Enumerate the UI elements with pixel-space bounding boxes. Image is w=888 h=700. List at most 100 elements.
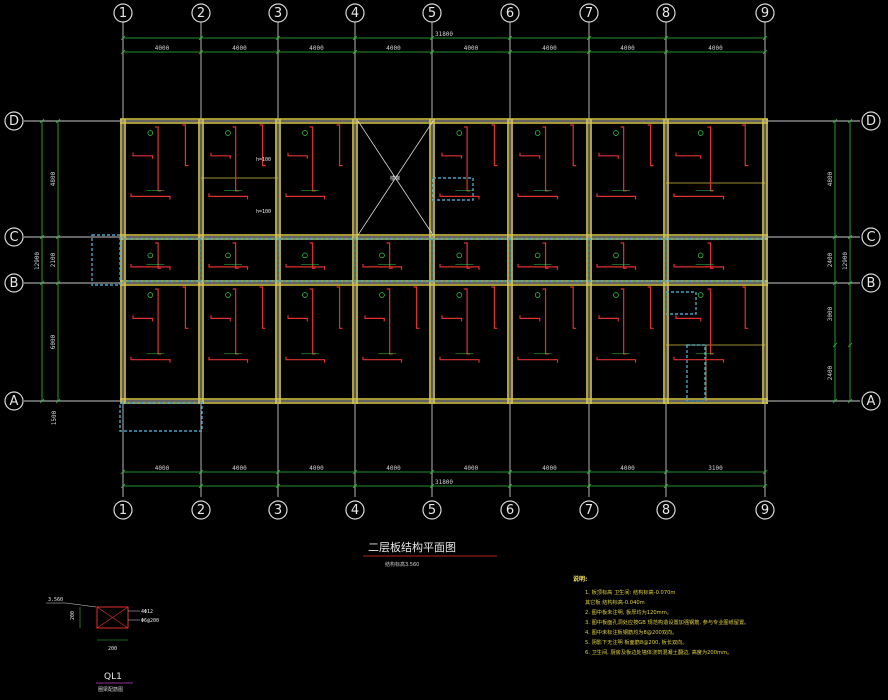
dim-left-tick xyxy=(39,398,45,404)
bubble-label: 9 xyxy=(761,503,769,518)
rebar-bottom xyxy=(464,288,471,355)
dim-top-tick xyxy=(275,35,281,41)
rebar-mark xyxy=(534,130,541,136)
axis-bubble-col-5-bottom: 5 xyxy=(422,500,442,520)
dim-bottom-segment-label: 4000 xyxy=(386,465,401,472)
bubble-circle xyxy=(755,500,775,520)
bubble-label: 4 xyxy=(351,503,359,518)
bubble-label: D xyxy=(9,114,19,129)
dim-top-tick xyxy=(352,49,358,55)
dim-right-tick xyxy=(847,342,853,348)
axis-bubble-row-C-right: C xyxy=(861,227,881,247)
dim-left-tick xyxy=(55,280,61,286)
rebar-top xyxy=(210,152,231,159)
dim-bottom-segment-label: 4000 xyxy=(542,465,557,472)
axis-bubble-col-3-top: 3 xyxy=(268,3,288,23)
rebar-bottom xyxy=(439,193,480,200)
rebar-bottom xyxy=(208,263,249,270)
rebar-top xyxy=(287,315,308,322)
bubble-label: B xyxy=(867,276,876,291)
rebar-bottom xyxy=(155,242,162,269)
rebar-bottom xyxy=(309,288,316,355)
bubble-label: 2 xyxy=(197,503,205,518)
rebar-top xyxy=(364,315,385,322)
rebar-mark xyxy=(534,292,541,298)
rebar-bottom xyxy=(542,242,549,269)
rebar-mark xyxy=(302,130,308,136)
rebar-bottom xyxy=(439,263,480,270)
dim-right-tick xyxy=(847,118,853,124)
dim-bottom-tick xyxy=(352,469,358,475)
dim-top-tick xyxy=(275,49,281,55)
dim-right-total-label: 12900 xyxy=(842,252,849,270)
dim-left-total-label: 12900 xyxy=(34,252,41,270)
dim-bottom-segment-label: 4000 xyxy=(309,465,324,472)
dim-bottom-segment-label: 4000 xyxy=(620,465,635,472)
rebar-bottom xyxy=(620,126,627,192)
axis-bubble-col-4-top: 4 xyxy=(345,3,365,23)
rebar-top xyxy=(336,124,343,167)
rebar-top xyxy=(259,124,266,167)
bubble-circle xyxy=(861,391,881,411)
dim-right-segment-label: 2400 xyxy=(827,252,834,267)
bubble-label: 7 xyxy=(585,503,593,518)
dim-top-segment-label: 4000 xyxy=(542,45,557,52)
dim-bottom-tick xyxy=(762,483,768,489)
axis-bubble-row-A-right: A xyxy=(861,391,881,411)
bubble-label: A xyxy=(10,394,19,409)
axis-bubble-row-A-left: A xyxy=(4,391,24,411)
dim-left-segment-label: 2100 xyxy=(50,252,57,267)
rebar-bottom xyxy=(517,356,559,363)
rebar-top xyxy=(287,152,308,159)
dim-bottom-segment-label: 4000 xyxy=(464,465,479,472)
bubble-circle xyxy=(345,3,365,23)
slab-rebar xyxy=(130,124,749,363)
rebar-bottom xyxy=(386,288,393,355)
rebar-top xyxy=(491,124,498,167)
rebar-top xyxy=(647,124,654,167)
dim-bottom-tick xyxy=(663,469,669,475)
rebar-mark xyxy=(613,252,619,259)
bubble-circle xyxy=(861,227,881,247)
rebar-mark xyxy=(534,252,541,259)
dim-top-tick xyxy=(663,49,669,55)
rebar-bottom xyxy=(285,193,326,200)
axis-bubble-col-6-bottom: 6 xyxy=(500,500,520,520)
rebar-top xyxy=(259,286,266,329)
dim-bottom-segment-label: 4000 xyxy=(155,465,170,472)
bubble-circle xyxy=(656,500,676,520)
rebar-mark xyxy=(225,292,231,298)
rebar-bottom xyxy=(542,288,549,355)
bubble-circle xyxy=(4,273,24,293)
dim-top-tick xyxy=(120,49,126,55)
rebar-bottom xyxy=(232,126,239,192)
dim-bottom-total-label: 31800 xyxy=(435,479,453,486)
bubble-circle xyxy=(4,227,24,247)
drawing-title: 二层板结构平面图 xyxy=(368,540,456,554)
dim-top-tick xyxy=(429,49,435,55)
dim-bottom-tick xyxy=(120,483,126,489)
axis-gridlines xyxy=(24,22,860,497)
dim-bottom-tick xyxy=(198,469,204,475)
bubble-label: 5 xyxy=(428,6,436,21)
bubble-circle xyxy=(113,3,133,23)
dim-left-tick xyxy=(55,398,61,404)
rebar-top xyxy=(210,315,231,322)
dashed-beam-opening xyxy=(432,177,474,201)
dim-top-tick xyxy=(762,49,768,55)
notes-line-3: 2. 图中板未注明, 板厚均为120mm。 xyxy=(585,608,672,616)
axis-bubble-col-3-bottom: 3 xyxy=(268,500,288,520)
bubble-circle xyxy=(191,500,211,520)
notes-line-1: 1. 板顶标高 卫生间: 结构标高-0.070m xyxy=(585,588,675,596)
dim-top-tick xyxy=(198,35,204,41)
dimension-lines: 4000 4000 4000 4000 4000 4000 4000 4000 31800 400… xyxy=(34,31,853,489)
dim-top-tick xyxy=(120,35,126,41)
rebar-top xyxy=(647,286,654,329)
rebar-mark xyxy=(456,252,463,259)
rebar-bottom xyxy=(596,356,637,363)
rebar-mark xyxy=(225,252,231,259)
dim-top-segment-label: 4000 xyxy=(155,45,170,52)
rebar-bottom xyxy=(155,288,162,355)
dim-top-segment-label: 4000 xyxy=(386,45,401,52)
rebar-top xyxy=(598,315,619,322)
